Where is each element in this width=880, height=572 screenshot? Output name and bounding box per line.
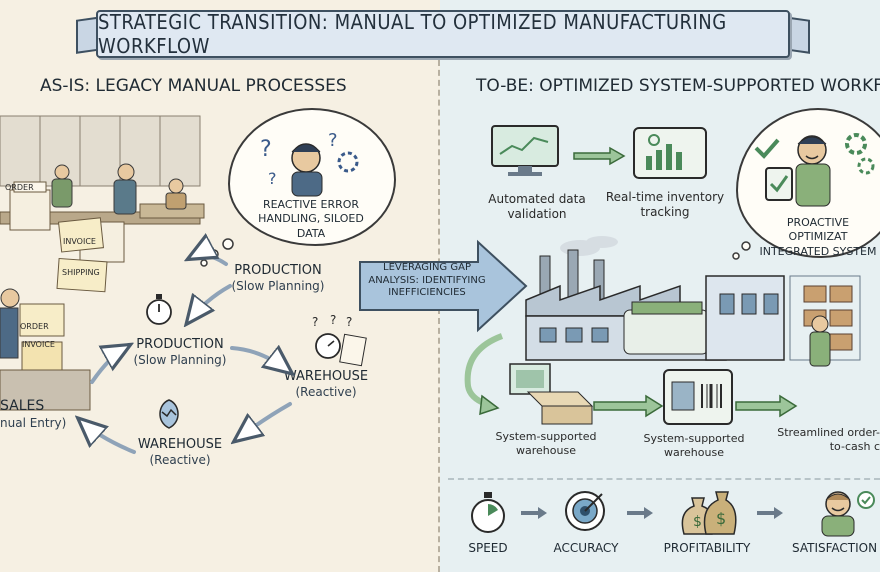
cycle-node-title: SALES	[0, 398, 45, 414]
step-streamlined-o2c: Streamlined order-to-cash c	[777, 426, 880, 453]
cycle-node-title: WAREHOUSE	[137, 437, 223, 452]
happy-worker-icon	[754, 133, 875, 207]
cycle-node-subtitle: nual Entry)	[0, 415, 67, 430]
doc-label-order-2: ORDER	[20, 322, 49, 331]
step-automated-data-validation: Automated data validation	[488, 192, 586, 221]
cycle-node-subtitle: (Reactive)	[149, 453, 211, 468]
svg-text:?: ?	[260, 137, 272, 162]
clock-papers-icon: ? ? ?	[312, 313, 367, 367]
paper-stacks-illustration	[0, 217, 108, 411]
target-icon	[565, 491, 605, 531]
gap-analysis-arrow	[359, 239, 528, 333]
doc-label-invoice: INVOICE	[63, 237, 96, 246]
thought-dots-right	[732, 241, 751, 260]
money-bags-icon: $ $	[681, 491, 737, 535]
cycle-arrows	[0, 0, 440, 454]
stopwatch-icon	[146, 294, 172, 325]
cycle-node-subtitle: (Slow Planning)	[133, 353, 227, 368]
cycle-node-warehouse-2: WAREHOUSE (Reactive)	[128, 437, 232, 468]
svg-text:?: ?	[330, 313, 336, 327]
kpi-arrow-2	[627, 507, 653, 519]
broken-egg-icon	[159, 399, 179, 429]
step-real-time-inventory: Real-time inventory tracking	[605, 190, 725, 219]
svg-text:?: ?	[346, 315, 352, 329]
cycle-node-warehouse-1: WAREHOUSE (Reactive)	[274, 369, 378, 400]
cycle-node-title: PRODUCTION	[234, 263, 322, 278]
step-system-warehouse-2: System-supported warehouse	[643, 432, 745, 459]
kpi-divider	[448, 478, 880, 480]
step-arrow-1	[573, 146, 626, 166]
as-is-heading: AS-IS: Legacy Manual Processes	[40, 76, 347, 96]
cycle-node-production-2: PRODUCTION (Slow Planning)	[128, 337, 232, 368]
svg-text:$: $	[716, 509, 726, 528]
kpi-profitability: PROFITABILITY	[663, 541, 751, 555]
factory-illustration	[525, 236, 861, 367]
confused-worker-icon: ? ? ?	[260, 130, 359, 197]
step-system-warehouse-1: System-supported warehouse	[495, 430, 597, 457]
kpi-satisfaction: SATISFACTION	[792, 541, 878, 555]
satisfied-customer-icon	[821, 491, 875, 537]
doc-label-order: ORDER	[5, 183, 34, 192]
kpi-speed: SPEED	[468, 541, 508, 555]
page-title: Strategic Transition: Manual to Optimize…	[98, 10, 727, 58]
svg-text:?: ?	[328, 130, 338, 151]
cycle-node-subtitle: (Reactive)	[295, 385, 357, 400]
doc-label-invoice-2: INVOICE	[22, 340, 55, 349]
tablet-chart-icon	[633, 127, 707, 179]
panel-divider	[438, 60, 440, 572]
kpi-arrow-3	[757, 507, 783, 519]
cycle-node-subtitle: (Slow Planning)	[231, 279, 325, 294]
tablet-barcode-icon	[663, 369, 733, 425]
svg-text:$: $	[693, 514, 702, 530]
warehouse-boxes-icon	[509, 363, 594, 425]
cycle-node-production-1: PRODUCTION (Slow Planning)	[226, 263, 330, 294]
doc-label-shipping: SHIPPING	[62, 268, 100, 277]
as-is-bubble-text: Reactive error handling, siloed data	[258, 198, 364, 240]
cycle-node-title: PRODUCTION	[136, 337, 224, 352]
stopwatch-kpi-icon	[471, 492, 505, 533]
gap-analysis-text: Leveraging gap analysis: identifying ine…	[368, 262, 486, 298]
cycle-node-sales: SALES nual Entry)	[0, 398, 80, 431]
title-banner: Strategic Transition: Manual to Optimize…	[96, 10, 790, 58]
monitor-icon	[491, 125, 559, 176]
svg-text:?: ?	[312, 315, 318, 329]
svg-text:?: ?	[268, 169, 277, 188]
kpi-arrow-1	[521, 507, 547, 519]
to-be-bubble-text: Proactive optimizat integrated system	[759, 216, 877, 258]
to-be-heading: TO-BE: Optimized System-Supported Workfl…	[476, 76, 880, 96]
cycle-node-title: WAREHOUSE	[283, 369, 369, 384]
flow-arrows-lower	[464, 333, 798, 418]
kpi-accuracy: ACCURACY	[553, 541, 619, 555]
